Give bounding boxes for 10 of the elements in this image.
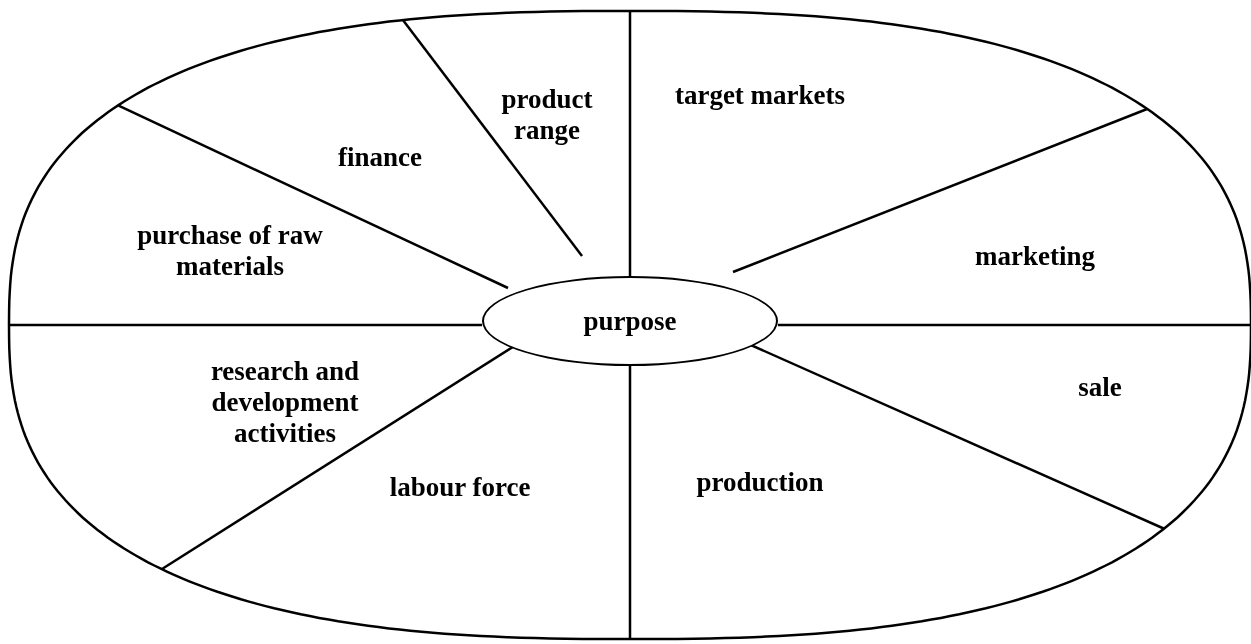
sector-label: labour force (385, 472, 535, 506)
sector-label: research and development activities (175, 356, 395, 452)
sector-label: target markets (640, 80, 880, 114)
sector-label: marketing (955, 241, 1115, 275)
sector-label: sale (1060, 372, 1140, 406)
sector-label: product range (487, 84, 607, 150)
center-ellipse: purpose (482, 276, 778, 366)
sector-label: production (675, 467, 845, 501)
sector-label: purchase of raw materials (120, 220, 340, 286)
sector-label: finance (315, 142, 445, 176)
